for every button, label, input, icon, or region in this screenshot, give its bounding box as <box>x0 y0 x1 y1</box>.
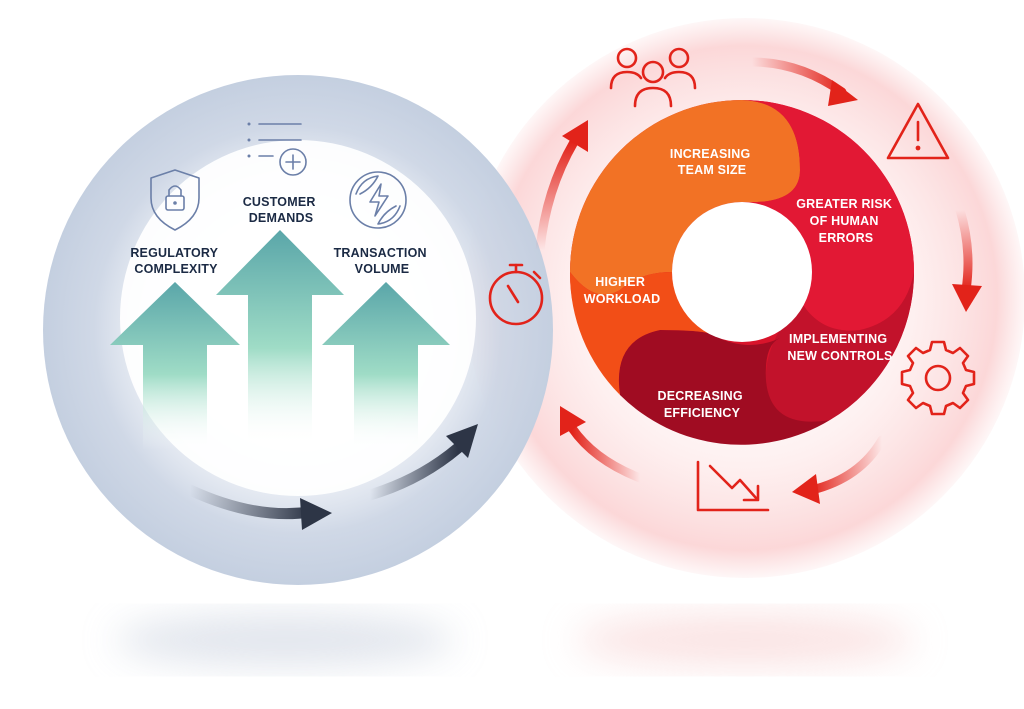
dark-flow-arrow-1 <box>184 484 332 530</box>
transaction-label-line2: VOLUME <box>355 262 410 276</box>
efficiency-label: DECREASING EFFICIENCY <box>657 389 746 420</box>
segment-efficiency <box>618 330 830 445</box>
human-errors-line1: GREATER RISK <box>796 197 892 211</box>
regulatory-label: REGULATORY COMPLEXITY <box>130 246 221 276</box>
team-size-label: INCREASING TEAM SIZE <box>670 147 754 177</box>
segment-human-errors <box>742 100 914 331</box>
team-size-line1: INCREASING <box>670 147 750 161</box>
customer-label-line2: DEMANDS <box>249 211 314 225</box>
human-errors-line3: ERRORS <box>819 231 874 245</box>
shield-lock-icon <box>150 169 200 231</box>
trend-down-icon <box>696 460 770 512</box>
gear-icon <box>900 340 976 416</box>
red-arrow-bottom-left <box>560 406 645 483</box>
transaction-label-line1: TRANSACTION <box>334 246 427 260</box>
efficiency-line2: EFFICIENCY <box>664 406 741 420</box>
team-icon <box>609 47 697 108</box>
red-arrow-left <box>535 120 588 255</box>
regulatory-label-line1: REGULATORY <box>130 246 218 260</box>
cycle-donut <box>569 100 915 445</box>
workload-label: HIGHER WORKLOAD <box>584 275 661 306</box>
red-arrow-right <box>952 205 982 312</box>
workload-line2: WORKLOAD <box>584 292 661 306</box>
human-errors-line2: OF HUMAN <box>810 214 879 228</box>
red-arrow-top <box>747 57 858 106</box>
new-controls-line2: NEW CONTROLS <box>787 349 892 363</box>
segment-new-controls <box>765 272 915 422</box>
up-arrow-customer <box>216 230 344 445</box>
stopwatch-icon <box>488 263 544 326</box>
customer-label-line1: CUSTOMER <box>243 195 316 209</box>
new-controls-label: IMPLEMENTING NEW CONTROLS <box>787 332 892 363</box>
regulatory-label-line2: COMPLEXITY <box>134 262 218 276</box>
new-controls-line1: IMPLEMENTING <box>789 332 887 346</box>
customer-label: CUSTOMER DEMANDS <box>243 195 320 225</box>
dark-flow-arrow-2 <box>364 424 478 501</box>
up-arrow-regulatory <box>110 282 240 450</box>
human-errors-label: GREATER RISK OF HUMAN ERRORS <box>796 197 896 245</box>
workload-line1: HIGHER <box>595 275 645 289</box>
segment-workload <box>569 272 712 395</box>
energy-leaf-icon <box>349 171 407 229</box>
segment-team-size <box>570 100 800 295</box>
red-circle-shadow <box>575 614 915 666</box>
team-size-line2: TEAM SIZE <box>678 163 746 177</box>
donut-hole <box>672 202 812 342</box>
transaction-label: TRANSACTION VOLUME <box>334 246 431 276</box>
up-arrow-transaction <box>322 282 450 450</box>
efficiency-line1: DECREASING <box>657 389 742 403</box>
checklist-plus-icon <box>247 122 307 176</box>
red-arrow-bottom-right <box>792 435 887 504</box>
blue-circle-shadow <box>115 614 455 666</box>
warning-icon <box>886 102 950 160</box>
